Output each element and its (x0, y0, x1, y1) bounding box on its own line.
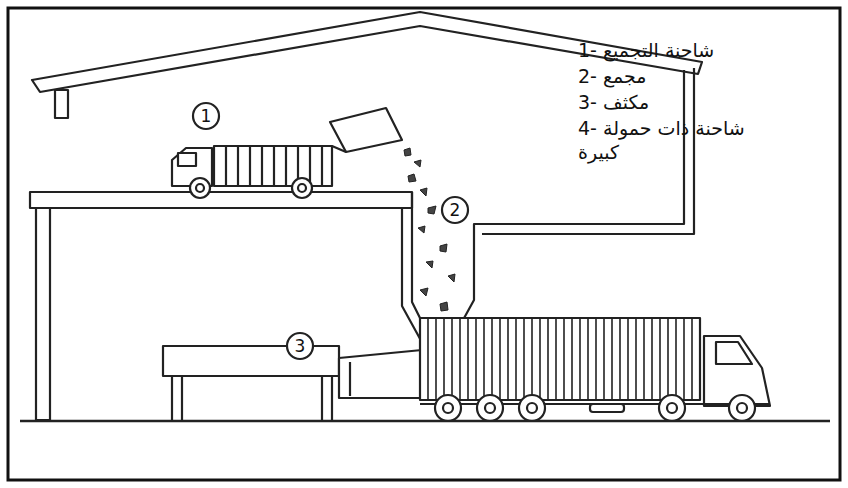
callout-circle (287, 333, 313, 359)
callout-number: 3 (288, 336, 312, 356)
key-text: 3- مكثف (578, 90, 768, 114)
platform (30, 192, 412, 208)
callout-number: 1 (194, 106, 218, 126)
large-truck (420, 318, 770, 421)
roof-bracket (55, 90, 68, 118)
key-text: 2- مجمع (578, 64, 768, 88)
wall (452, 68, 694, 340)
callout-circle (193, 103, 219, 129)
column (36, 208, 50, 420)
callout-number: 2 (443, 200, 467, 220)
key-text: 4- شاحنة ذات حمولة كبيرة (578, 116, 753, 164)
callout-circle (442, 197, 468, 223)
frame (8, 8, 840, 480)
ground (20, 420, 830, 423)
key-text: 1- شاحنة التجميع (578, 38, 768, 62)
